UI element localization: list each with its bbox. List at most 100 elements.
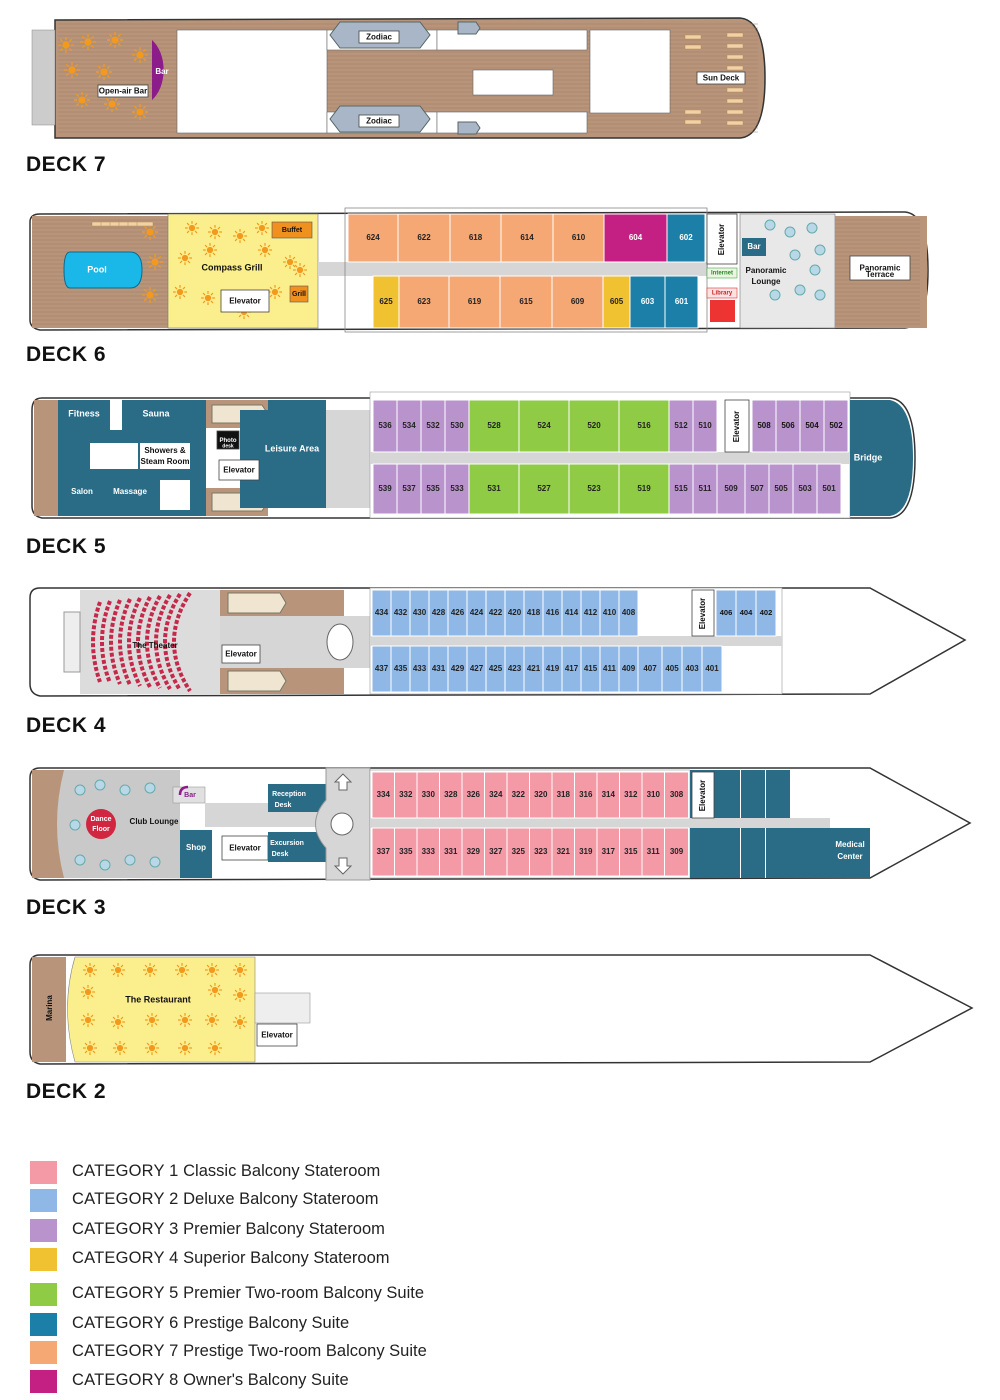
excursion-desk-label-2: Desk <box>272 851 289 858</box>
legend-category: CATEGORY 8 <box>72 1371 179 1389</box>
table-icon-ray <box>146 1014 150 1018</box>
legend-category: CATEGORY 1 <box>72 1162 179 1180</box>
lounger-icon <box>726 65 744 71</box>
legend-item: CATEGORY 1 Classic Balcony Stateroom <box>30 1161 550 1191</box>
cabin-number-520: 520 <box>587 421 601 430</box>
table-icon-ray <box>133 114 138 119</box>
table-icon-ray <box>277 286 281 290</box>
cabin-number-404: 404 <box>740 608 753 617</box>
table-icon-ray <box>214 1014 218 1018</box>
table-icon-ray <box>92 972 96 976</box>
table-icon-ray <box>82 986 86 990</box>
table-icon-ray <box>212 252 216 256</box>
elevator-label-vertical-box <box>691 589 715 637</box>
cabin-604 <box>603 213 668 263</box>
theater-seat-row <box>163 592 182 692</box>
table-icon-ray <box>234 1024 238 1028</box>
legend-description: Prestige Two-room Balcony Suite <box>183 1342 427 1360</box>
club-lounge-label: Club Lounge <box>130 817 179 826</box>
restaurant-label: The Restaurant <box>125 994 191 1004</box>
cabin-number-318: 318 <box>557 790 571 799</box>
table-icon <box>261 246 269 254</box>
cabin-number-437: 437 <box>375 664 389 673</box>
deck6-bar <box>742 238 766 256</box>
table-icon-ray <box>81 35 86 40</box>
cabin-number-505: 505 <box>774 484 788 493</box>
table-icon <box>208 1016 216 1024</box>
small-boat-top <box>457 21 481 35</box>
cabin-number-314: 314 <box>602 790 616 799</box>
cabin-308 <box>664 771 689 819</box>
excursion-desk-label: Excursion <box>270 840 304 847</box>
cabin-610 <box>552 213 605 263</box>
elevator-label-vertical: Elevator <box>732 411 741 443</box>
table-icon <box>146 228 154 236</box>
table-icon-ray <box>144 972 148 976</box>
table-icon-ray <box>108 33 113 38</box>
table-icon <box>236 232 244 240</box>
cabin-number-433: 433 <box>413 664 427 673</box>
table-icon-ray <box>187 252 191 256</box>
table-icon-ray <box>105 97 110 102</box>
table-icon <box>62 41 70 49</box>
cabin-number-333: 333 <box>422 847 436 856</box>
cabin-531 <box>468 463 520 515</box>
theater-seat-row <box>172 591 192 693</box>
marina <box>32 957 66 1062</box>
sun-deck-label: Sun Deck <box>703 74 740 83</box>
cabin-614 <box>500 213 554 263</box>
cabin-502 <box>823 399 849 453</box>
table-icon <box>286 258 294 266</box>
lounge-seat-icon <box>69 819 81 831</box>
massage-label: Massage <box>113 487 147 496</box>
table-icon-ray <box>217 984 221 988</box>
deck-title-7: DECK 7 <box>26 153 107 176</box>
table-icon-ray <box>84 102 89 107</box>
cabin-number-527: 527 <box>537 484 551 493</box>
table-icon-ray <box>234 230 238 234</box>
legend-label: CATEGORY 4 Superior Balcony Stateroom <box>72 1249 390 1268</box>
cabin-532 <box>420 399 446 453</box>
cabin-number-415: 415 <box>584 664 598 673</box>
cabin-number-425: 425 <box>489 664 503 673</box>
table-icon-ray <box>210 292 214 296</box>
legend-item: CATEGORY 6 Prestige Balcony Suite <box>30 1313 550 1343</box>
table-icon <box>151 258 159 266</box>
cabin-number-409: 409 <box>622 664 636 673</box>
cabin-number-511: 511 <box>699 484 712 493</box>
theater-seat-row <box>136 596 152 688</box>
table-icon-ray <box>234 964 238 968</box>
cabin-number-311: 311 <box>647 847 660 856</box>
table-icon <box>86 966 94 974</box>
table-icon <box>146 291 154 299</box>
table-icon-ray <box>122 1042 126 1046</box>
table-icon-ray <box>174 294 178 298</box>
cabin-number-534: 534 <box>402 421 416 430</box>
legend-category: CATEGORY 2 <box>72 1190 179 1208</box>
cabin-number-312: 312 <box>624 790 638 799</box>
cabin-number-323: 323 <box>534 847 548 856</box>
cabin-number-524: 524 <box>537 421 551 430</box>
cabin-number-614: 614 <box>520 233 534 242</box>
table-icon-ray <box>133 105 138 110</box>
table-icon <box>271 288 279 296</box>
table-icon-ray <box>186 222 190 226</box>
cabin-number-310: 310 <box>647 790 661 799</box>
table-icon-ray <box>92 1042 96 1046</box>
cabin-number-420: 420 <box>508 608 522 617</box>
theater-seat-row <box>100 600 112 684</box>
table-icon-ray <box>108 42 113 47</box>
arrow-up-icon <box>333 773 353 791</box>
cabin-number-510: 510 <box>698 421 712 430</box>
table-icon-ray <box>81 44 86 49</box>
table-icon-ray <box>217 992 221 996</box>
cabin-number-519: 519 <box>637 484 651 493</box>
table-icon-ray <box>202 300 206 304</box>
cabin-number-435: 435 <box>394 664 408 673</box>
buffet <box>271 221 313 239</box>
cabin-number-416: 416 <box>546 608 560 617</box>
cabin-number-603: 603 <box>641 297 655 306</box>
legend-item: CATEGORY 5 Premier Two-room Balcony Suit… <box>30 1283 550 1313</box>
legend-description: Owner's Balcony Suite <box>183 1371 349 1389</box>
